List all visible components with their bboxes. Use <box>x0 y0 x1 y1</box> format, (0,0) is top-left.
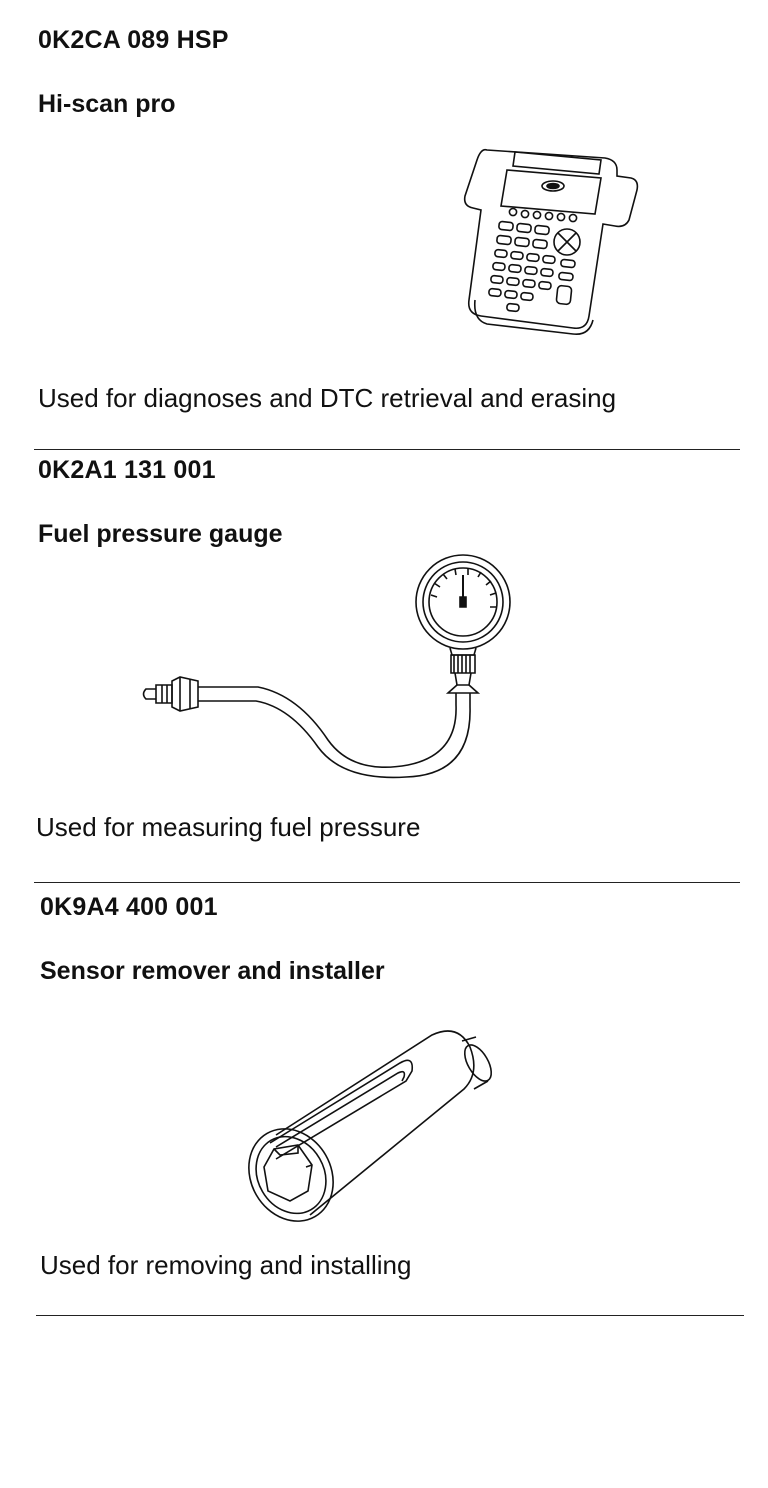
part-number-sensor-remover-installer: 0K9A4 400 001 <box>40 893 218 921</box>
sensor-remover-installer-illustration <box>236 1025 501 1225</box>
section-divider <box>36 1315 744 1316</box>
part-number-hi-scan-pro: 0K2CA 089 HSP <box>38 26 229 54</box>
part-number-fuel-pressure-gauge: 0K2A1 131 001 <box>38 456 216 484</box>
usage-fuel-pressure-gauge: Used for measuring fuel pressure <box>36 812 421 842</box>
tool-name-fuel-pressure-gauge: Fuel pressure gauge <box>38 520 283 548</box>
fuel-pressure-gauge-illustration <box>138 555 518 780</box>
hi-scan-pro-illustration <box>455 140 645 340</box>
tool-name-hi-scan-pro: Hi-scan pro <box>38 90 176 118</box>
usage-sensor-remover-installer: Used for removing and installing <box>40 1250 412 1280</box>
usage-hi-scan-pro: Used for diagnoses and DTC retrieval and… <box>38 383 617 413</box>
tool-name-sensor-remover-installer: Sensor remover and installer <box>40 957 385 985</box>
section-divider <box>34 882 740 883</box>
tester-keypad <box>489 208 580 311</box>
section-divider <box>34 449 740 450</box>
